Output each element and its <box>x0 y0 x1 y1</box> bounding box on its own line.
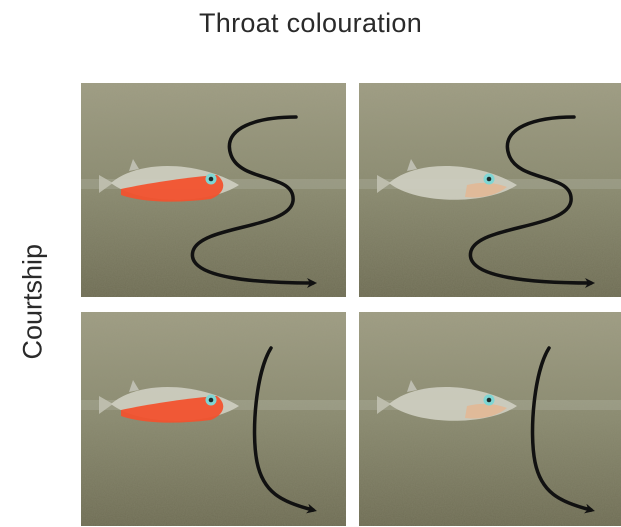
panel-pale-throat-zigzag <box>359 83 621 297</box>
panel-pale-throat-curve <box>359 312 621 526</box>
panel-red-throat-curve <box>81 312 346 526</box>
row-heading: Courtship <box>18 270 49 360</box>
panel-art <box>359 312 621 526</box>
column-heading: Throat colouration <box>0 8 621 39</box>
panel-red-throat-zigzag <box>81 83 346 297</box>
panel-art <box>81 312 346 526</box>
water-grain <box>81 312 346 526</box>
panel-art <box>81 83 346 297</box>
panel-art <box>359 83 621 297</box>
water-grain <box>359 312 621 526</box>
